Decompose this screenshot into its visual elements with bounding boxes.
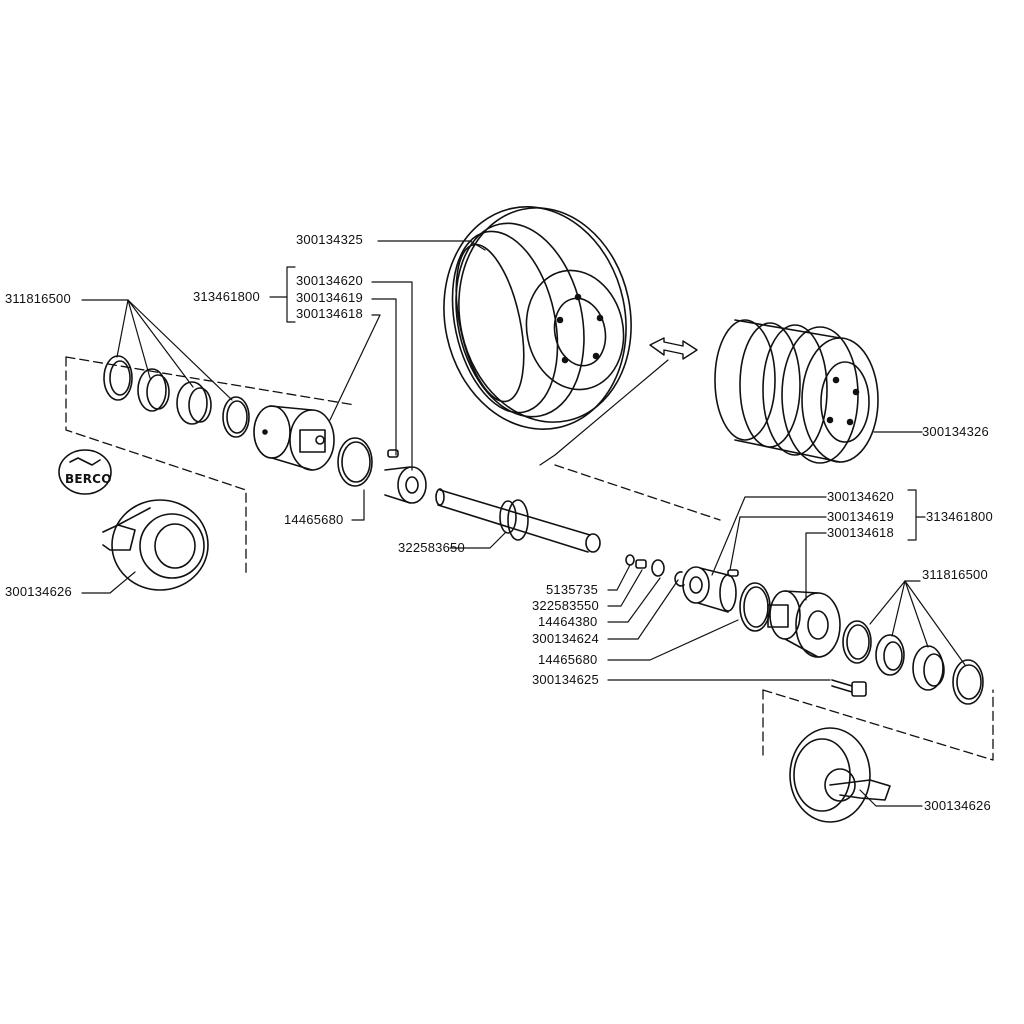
label-bushing-kit-left: 313461800 bbox=[193, 289, 260, 304]
label-bushing-c-right: 300134618 bbox=[827, 525, 894, 540]
seal-rings-right bbox=[842, 620, 984, 705]
label-bushing-b-left: 300134619 bbox=[296, 290, 363, 305]
label-roller-shell-double: 300134326 bbox=[922, 424, 989, 439]
small-parts-right bbox=[625, 554, 739, 587]
label-bushing-a-left: 300134620 bbox=[296, 273, 363, 288]
collar-left bbox=[102, 499, 209, 591]
label-bushing-b-right: 300134619 bbox=[827, 509, 894, 524]
label-collar-right: 300134626 bbox=[924, 798, 991, 813]
label-collar-left: 300134626 bbox=[5, 584, 72, 599]
seal-rings-left bbox=[103, 355, 250, 438]
label-seal-kit-right: 311816500 bbox=[922, 567, 988, 582]
hub-left bbox=[253, 405, 335, 471]
oring-right bbox=[739, 582, 771, 632]
label-snap-ring: 300134624 bbox=[532, 631, 599, 646]
label-bolt: 300134625 bbox=[532, 672, 599, 687]
label-shaft: 322583650 bbox=[398, 540, 465, 555]
label-plug: 5135735 bbox=[546, 582, 599, 597]
roller-shell-double bbox=[714, 319, 879, 464]
roller-shell-single bbox=[443, 206, 632, 430]
label-oring-right: 14465680 bbox=[538, 652, 598, 667]
label-roller-shell-single: 300134325 bbox=[296, 232, 363, 247]
berco-logo-text: BERCO bbox=[65, 472, 112, 486]
leader-lines bbox=[81, 240, 966, 807]
label-seal-kit-left: 311816500 bbox=[5, 291, 71, 306]
bolt bbox=[831, 679, 867, 697]
label-bushing-kit-right: 313461800 bbox=[926, 509, 993, 524]
label-washer: 14464380 bbox=[538, 614, 598, 629]
bushing-left bbox=[384, 449, 427, 504]
hub-right bbox=[767, 590, 841, 658]
label-oring-left: 14465680 bbox=[284, 512, 344, 527]
label-shaft-plug: 322583550 bbox=[532, 598, 599, 613]
interchange-arrow bbox=[649, 337, 698, 360]
collar-right bbox=[789, 727, 891, 823]
oring-left bbox=[337, 437, 373, 487]
bushing-right bbox=[682, 566, 737, 613]
shaft bbox=[435, 488, 601, 553]
label-bushing-a-right: 300134620 bbox=[827, 489, 894, 504]
label-bushing-c-left: 300134618 bbox=[296, 306, 363, 321]
berco-logo bbox=[58, 449, 112, 495]
